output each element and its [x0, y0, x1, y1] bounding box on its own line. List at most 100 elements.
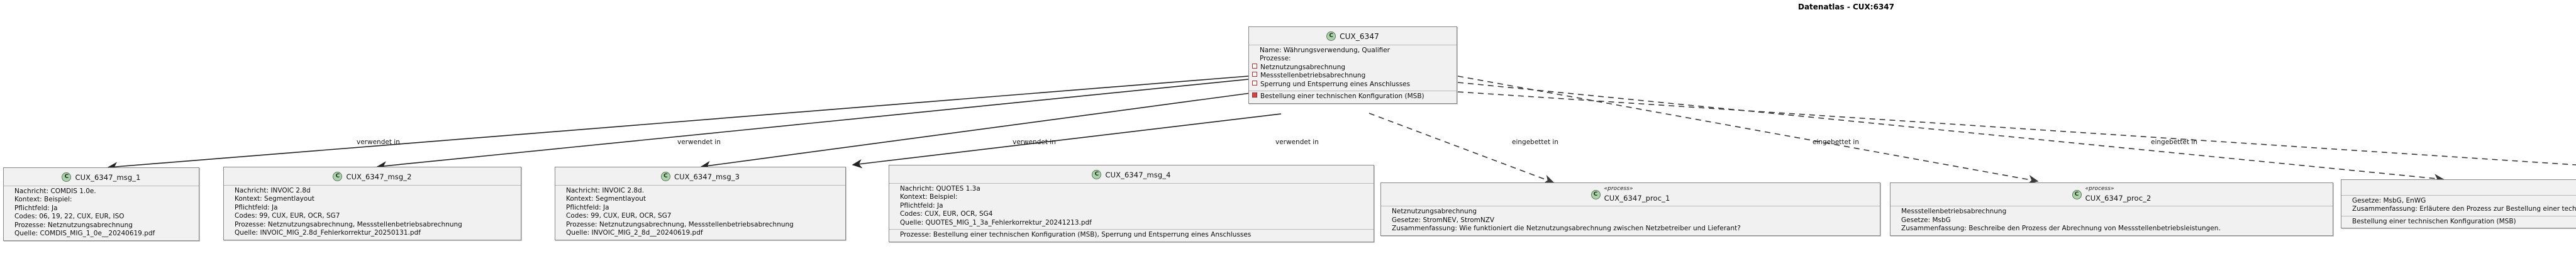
- node-attributes-msg-1: Nachricht: COMDIS 1.0e.Kontext: Beispiel…: [4, 186, 199, 240]
- bullet-filled-icon: [1252, 92, 1257, 98]
- edge-used-in-msg1: [107, 76, 1249, 172]
- row-text: Quelle: QUOTES_MIG_1_3a_Fehlerkorrektur_…: [900, 218, 1092, 227]
- bullet-open-icon: [1252, 63, 1257, 69]
- node-operations-central: Bestellung einer technischen Konfigurati…: [1249, 91, 1457, 103]
- edge-label-3: verwendet in: [1013, 138, 1056, 146]
- node-header-msg-3: C CUX_6347_msg_3: [555, 167, 845, 186]
- row-text: Quelle: COMDIS_MIG_1_0e__20240619.pdf: [14, 230, 155, 238]
- node-attributes-msg-3: Nachricht: INVOIC 2.8d.Kontext: Segmentl…: [555, 186, 845, 240]
- row-text: Zusammenfassung: Beschreibe den Prozess …: [1901, 225, 2221, 233]
- node-row: Nachricht: INVOIC 2.8d.: [558, 187, 842, 195]
- row-text: Codes: 99, CUX, EUR, OCR, SG7: [566, 212, 672, 220]
- node-title: CUX_6347_msg_4: [1105, 170, 1171, 179]
- uml-class-cux-6347[interactable]: C CUX_6347 Name: Währungsverwendung, Qua…: [1248, 26, 1457, 104]
- row-text: Prozesse: Netznutzungsabrechnung, Messst…: [566, 220, 794, 228]
- row-text: Pflichtfeld: Ja: [235, 203, 278, 211]
- node-row: Bestellung einer technischen Konfigurati…: [2345, 218, 2576, 226]
- edge-used-in-msg2: [376, 79, 1249, 171]
- node-row: Kontext: Segmentlayout: [227, 195, 518, 203]
- node-row: Gesetze: MsbG: [1894, 216, 2329, 225]
- node-stereotype: «process»: [2085, 186, 2114, 192]
- uml-class-cux-6347-msg-3[interactable]: C CUX_6347_msg_3 Nachricht: INVOIC 2.8d.…: [555, 167, 846, 240]
- bullet-open-icon: [1252, 80, 1257, 86]
- edge-label-2: verwendet in: [677, 138, 721, 146]
- node-row: Codes: 99, CUX, EUR, OCR, SG7: [558, 212, 842, 220]
- node-row: Kontext: Beispiel:: [892, 193, 1370, 201]
- edge-label-7: eingebettet in: [2151, 138, 2198, 146]
- node-row: Prozesse: Netznutzungsabrechnung, Messst…: [227, 221, 518, 229]
- node-row: Pflichtfeld: Ja: [558, 204, 842, 212]
- row-text: Messstellenbetriebsabrechnung: [1901, 208, 2007, 216]
- node-row: Codes: 06, 19, 22, CUX, EUR, ISO: [7, 213, 196, 221]
- row-text: Pflichtfeld: Ja: [566, 203, 609, 211]
- row-text: Kontext: Beispiel:: [900, 193, 958, 201]
- node-operations-msg-4: Prozesse: Bestellung einer technischen K…: [889, 230, 1374, 242]
- node-row: Nachricht: QUOTES 1.3a: [892, 185, 1370, 193]
- node-row: Netznutzungsabrechnung: [1384, 208, 1877, 216]
- row-text: Prozesse:: [1260, 55, 1291, 63]
- row-text: Messstellenbetriebsabrechnung: [1260, 72, 1366, 80]
- class-icon: C: [1326, 31, 1336, 41]
- node-row: Quelle: QUOTES_MIG_1_3a_Fehlerkorrektur_…: [892, 219, 1370, 227]
- row-text: Prozesse: Netznutzungsabrechnung, Messst…: [235, 220, 462, 228]
- row-text: Bestellung einer technischen Konfigurati…: [1260, 92, 1424, 101]
- row-text: Pflichtfeld: Ja: [900, 201, 943, 210]
- class-icon: C: [1591, 190, 1601, 200]
- uml-class-cux-6347-proc-2[interactable]: C «process» CUX_6347_proc_2 Messstellenb…: [1890, 182, 2333, 236]
- node-header-proc-2: C «process» CUX_6347_proc_2: [1890, 183, 2333, 207]
- row-text: Zusammenfassung: Erläutere den Prozess z…: [2352, 205, 2576, 213]
- node-row: Bestellung einer technischen Konfigurati…: [1252, 92, 1453, 101]
- node-row: Codes: CUX, EUR, OCR, SG4: [892, 210, 1370, 218]
- row-text: Gesetze: StromNEV, StromNZV: [1392, 216, 1495, 224]
- node-row: Gesetze: MsbG, EnWG: [2345, 197, 2576, 205]
- bullet-open-icon: [1252, 72, 1257, 77]
- node-row: Prozesse: Bestellung einer technischen K…: [892, 231, 1370, 239]
- node-header-central: C CUX_6347: [1249, 27, 1457, 45]
- node-row: Pflichtfeld: Ja: [7, 204, 196, 213]
- node-row: Sperrung und Entsperrung eines Anschluss…: [1252, 80, 1453, 89]
- row-text: Kontext: Segmentlayout: [566, 195, 647, 203]
- node-title: CUX_6347_msg_1: [75, 172, 141, 182]
- class-icon: C: [2072, 190, 2082, 200]
- uml-class-cux-6347-msg-1[interactable]: C CUX_6347_msg_1 Nachricht: COMDIS 1.0e.…: [3, 167, 199, 241]
- node-row: Name: Währungsverwendung, Qualifier: [1252, 47, 1453, 55]
- node-row: Messstellenbetriebsabrechnung: [1894, 208, 2329, 216]
- node-header-proc-3: [2341, 180, 2576, 196]
- row-text: Nachricht: INVOIC 2.8d.: [566, 187, 645, 194]
- node-title: CUX_6347_msg_2: [346, 172, 412, 181]
- node-row: Zusammenfassung: Beschreibe den Prozess …: [1894, 225, 2329, 233]
- node-header-msg-4: C CUX_6347_msg_4: [889, 165, 1374, 184]
- edge-label-5: eingebettet in: [1512, 138, 1559, 146]
- class-icon: C: [1092, 170, 1102, 179]
- row-text: Pflichtfeld: Ja: [14, 204, 58, 212]
- node-title: CUX_6347_proc_1: [1604, 194, 1670, 203]
- edge-used-in-msg4: [852, 113, 1282, 169]
- node-header-msg-1: C CUX_6347_msg_1: [4, 168, 199, 186]
- node-title: CUX_6347_msg_3: [674, 172, 740, 181]
- row-text: Netznutzungsabrechnung: [1392, 208, 1477, 216]
- page-title: Datenatlas - CUX:6347: [1798, 3, 1894, 11]
- uml-class-cux-6347-proc-1[interactable]: C «process» CUX_6347_proc_1 Netznutzungs…: [1380, 182, 1880, 236]
- row-text: Kontext: Beispiel:: [14, 196, 72, 204]
- row-text: Zusammenfassung: Wie funktioniert die Ne…: [1392, 225, 1741, 233]
- node-row: Messstellenbetriebsabrechnung: [1252, 72, 1453, 80]
- class-icon: C: [62, 172, 72, 182]
- class-icon: C: [660, 172, 670, 181]
- node-row: Zusammenfassung: Wie funktioniert die Ne…: [1384, 225, 1877, 233]
- row-text: Bestellung einer technischen Konfigurati…: [2352, 217, 2516, 225]
- node-row: Prozesse:: [1252, 55, 1453, 63]
- node-row: Quelle: INVOIC_MIG_2_8d__20240619.pdf: [558, 229, 842, 237]
- row-text: Quelle: INVOIC_MIG_2_8d__20240619.pdf: [566, 229, 703, 237]
- edge-embedded-in-proc1: [1368, 113, 1555, 184]
- edge-label-6: eingebettet in: [1813, 138, 1860, 146]
